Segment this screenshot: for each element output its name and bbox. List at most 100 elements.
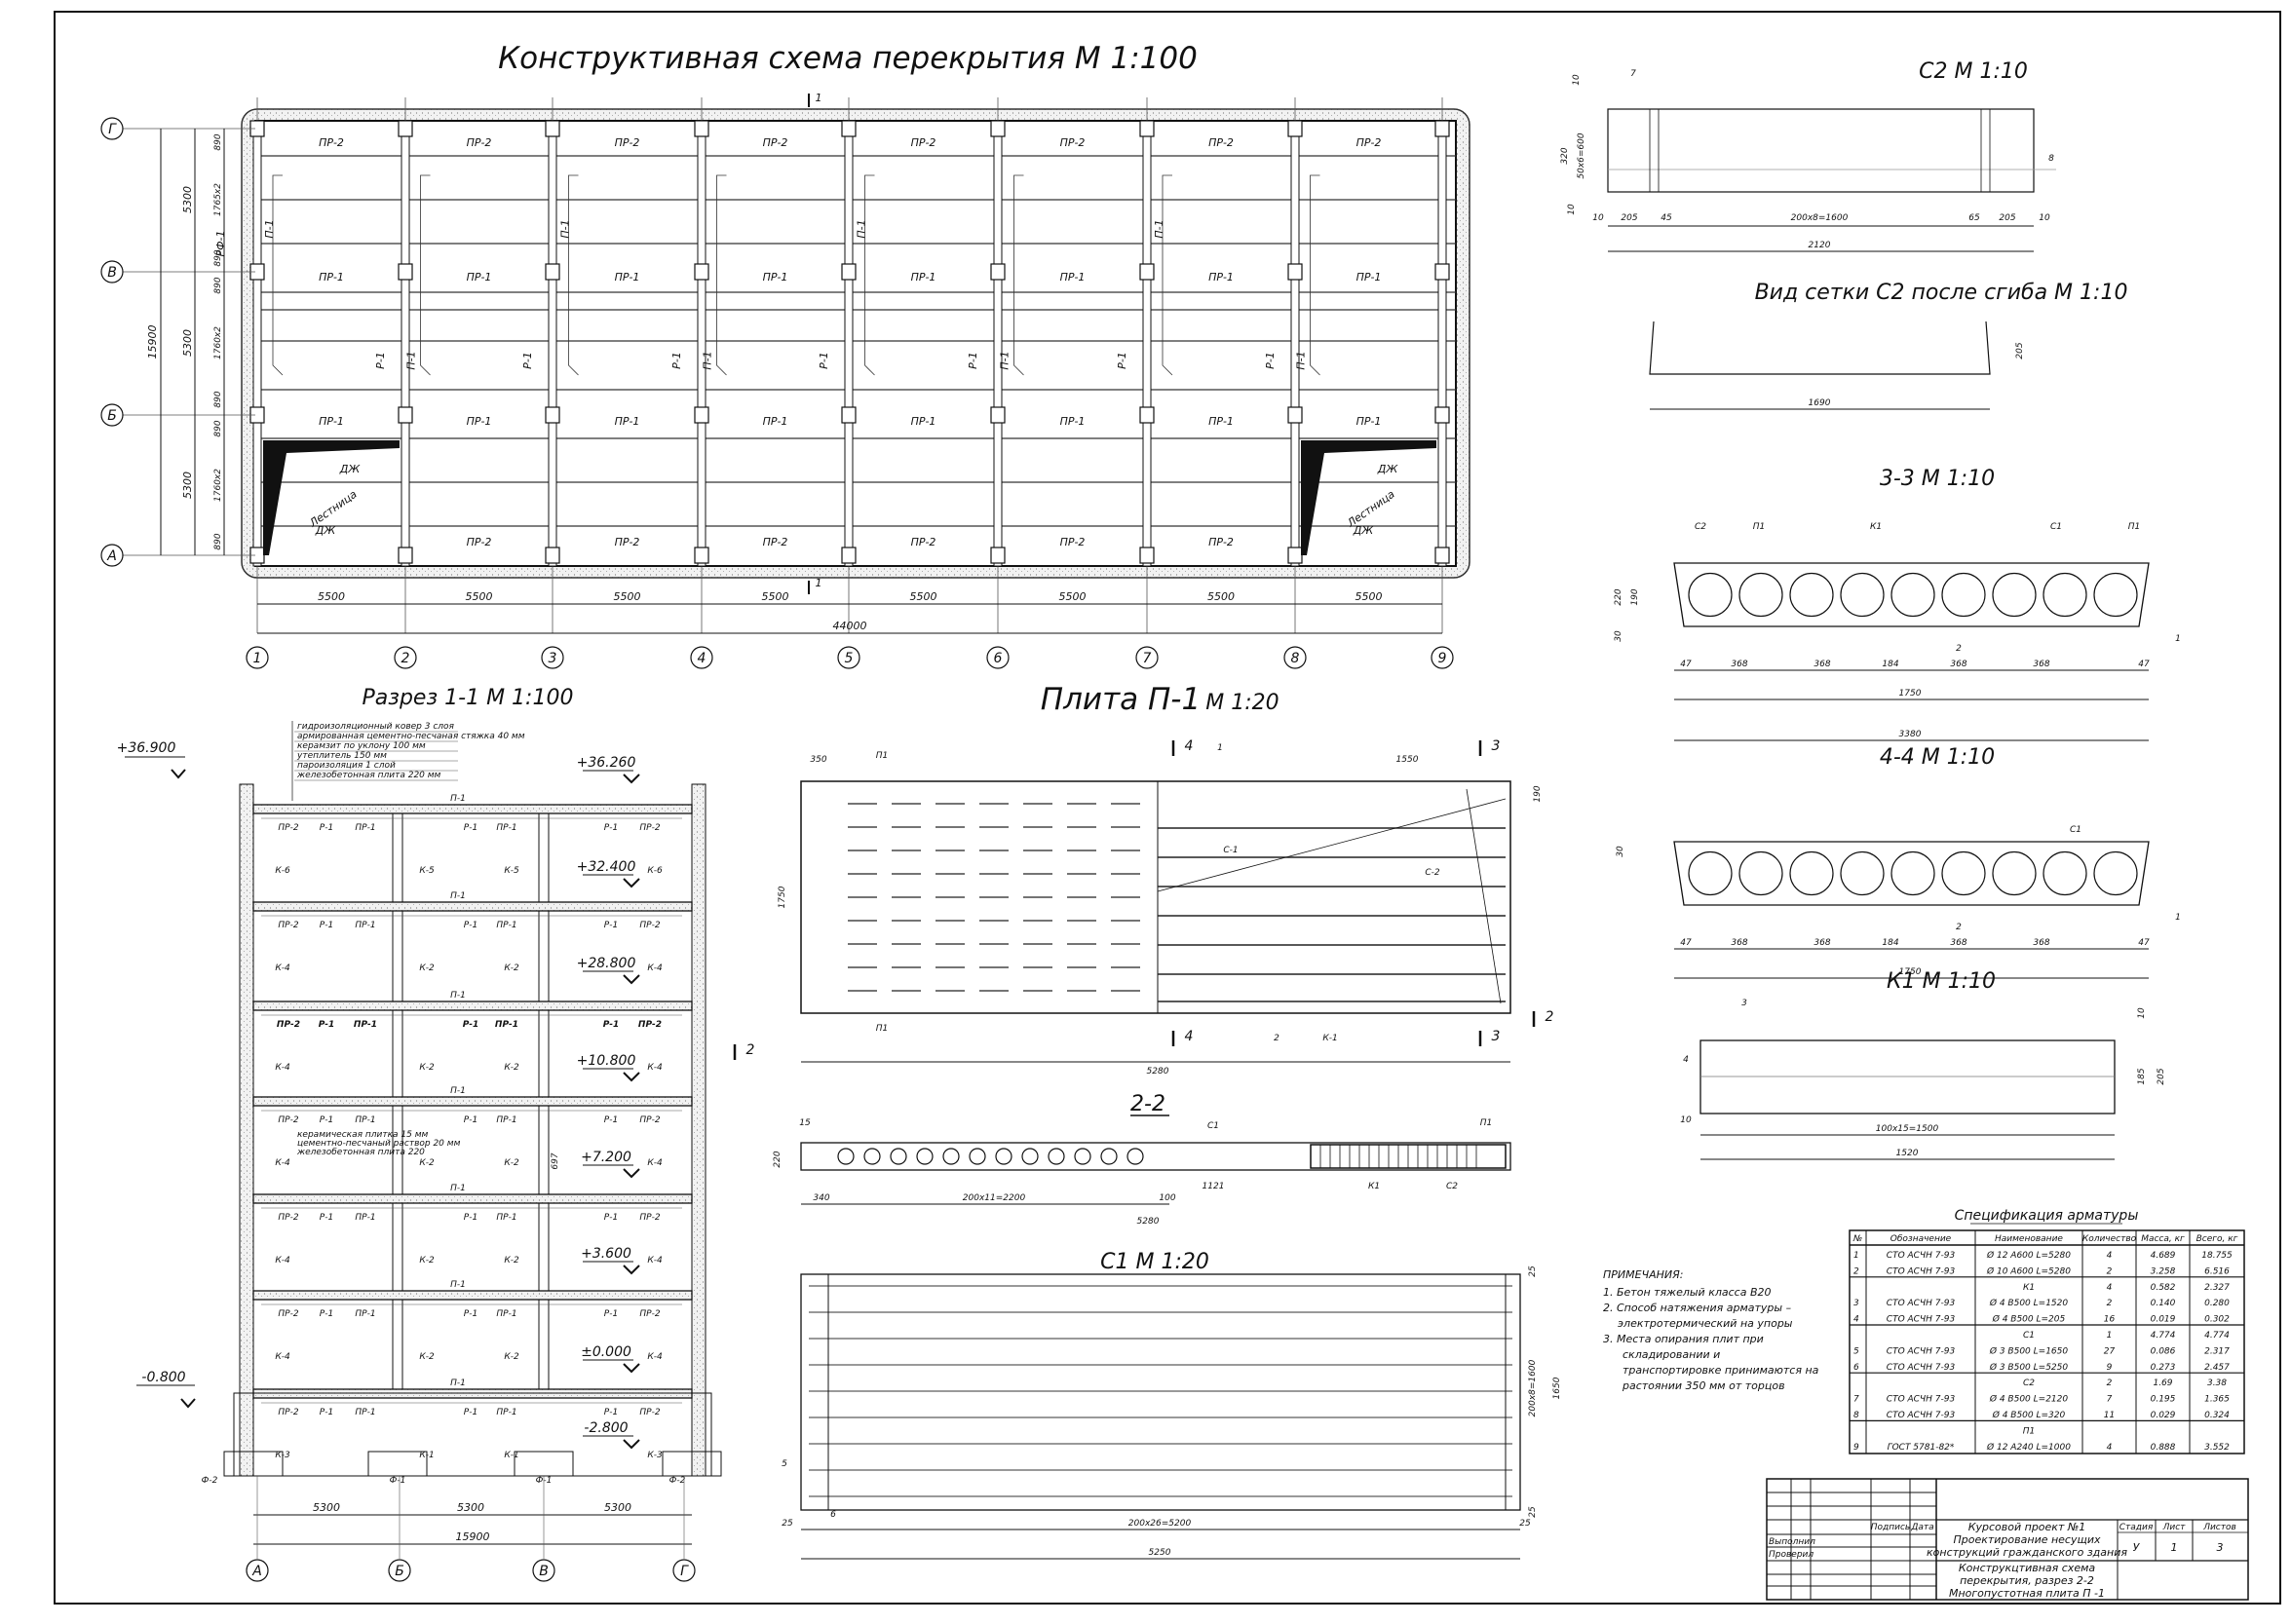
- sheets-header: Листов: [2202, 1523, 2236, 1532]
- note-line: транспортировке принимаются на: [1623, 1364, 1819, 1377]
- beam-label: Р-1: [463, 1020, 479, 1030]
- beam-label: ПР-2: [763, 536, 788, 548]
- spec-cell: 3.38: [2207, 1379, 2227, 1388]
- beam-label: ПР-1: [467, 271, 492, 283]
- roof-layer-note: керамзит по уклону 100 мм: [297, 741, 426, 751]
- slab-label: П-1: [450, 1086, 466, 1096]
- column: [694, 547, 709, 564]
- dim: 100: [1159, 1193, 1175, 1203]
- dzh-label: ДЖ: [315, 524, 337, 537]
- beam-label: ПР-1: [355, 1115, 375, 1125]
- axis-number: 2: [401, 651, 410, 666]
- axis-number: 5: [845, 651, 854, 666]
- hollow-core: [2043, 572, 2087, 618]
- roof-layer-note: армированная цементно-песчаная стяжка 40…: [297, 732, 525, 741]
- column: [398, 547, 413, 564]
- footing: [223, 1451, 284, 1477]
- axis-bubble-8: [1283, 646, 1307, 669]
- girder: [548, 120, 557, 567]
- hollow-core: [2043, 850, 2087, 896]
- axis-bubble: [532, 1559, 555, 1582]
- beam-label: ПР-1: [355, 823, 375, 833]
- project-title-line: Курсовой проект №1: [1968, 1521, 2086, 1533]
- girder: [993, 120, 1003, 567]
- column: [841, 547, 857, 564]
- spec-cell: Ø 4 В500 L=2120: [1989, 1394, 2068, 1405]
- spec-cell: Ø 12 А600 L=5280: [1986, 1250, 2071, 1261]
- beam-label: ПР-2: [639, 1115, 660, 1125]
- dim: 190: [1533, 785, 1543, 802]
- slab-label: П-1: [450, 991, 466, 1001]
- dim: 10: [1572, 74, 1582, 86]
- dim: 10: [1680, 1115, 1692, 1125]
- slab-label: П-1: [405, 351, 418, 369]
- bent-title: Вид сетки С2 после сгиба М 1:10: [1755, 281, 2128, 305]
- sheet-title-line: Конструкцтивная схема: [1959, 1562, 2096, 1574]
- column-label: К-4: [275, 1158, 290, 1168]
- span-dim: 5500: [1356, 590, 1383, 603]
- hollow-core: [1100, 1148, 1118, 1165]
- left-span-dim: 5300: [181, 186, 194, 213]
- slab-leader: [1310, 174, 1320, 376]
- beam-label: Р-1: [464, 1309, 477, 1319]
- sheets-value: 3: [2217, 1541, 2224, 1554]
- roof-layer-note: пароизоляция 1 слой: [297, 761, 396, 771]
- elevation-marker: [623, 974, 640, 985]
- k1-title: К1 М 1:10: [1887, 969, 1996, 994]
- hollow-core: [1992, 850, 2037, 896]
- hollow-core: [1688, 572, 1733, 618]
- axis-letter: Г: [680, 1564, 689, 1579]
- beam-label: ПР-1: [355, 1213, 375, 1223]
- column: [1434, 406, 1450, 424]
- section-2-2-title: 2-2: [1130, 1092, 1165, 1116]
- hollow-core: [1688, 850, 1733, 896]
- notes-title: ПРИМЕЧАНИЯ:: [1603, 1268, 1684, 1281]
- hollow-core: [1890, 850, 1935, 896]
- dim: 65: [1968, 213, 1980, 223]
- beam-label: ПР-1: [319, 415, 344, 428]
- beam-label: ПР-2: [278, 823, 298, 833]
- column: [1287, 263, 1303, 281]
- rebar-label: П1: [1753, 522, 1766, 532]
- spec-cell: 4: [2107, 1283, 2113, 1293]
- beam-label: ПР-2: [319, 136, 344, 149]
- axis-bubble: [100, 544, 124, 567]
- beam-label: ПР-2: [639, 1309, 660, 1319]
- spec-cell: СТО АСЧН 7-93: [1887, 1266, 1956, 1276]
- spec-cell: 0.324: [2204, 1411, 2230, 1420]
- k1-label: К-1: [1322, 1034, 1337, 1043]
- spec-cell: 0.195: [2151, 1395, 2176, 1405]
- dim: 5: [782, 1459, 787, 1469]
- slab-leader: [716, 174, 727, 376]
- column: [545, 406, 560, 424]
- beam-label: Р-1: [464, 823, 477, 833]
- hollow-core: [1789, 572, 1834, 618]
- n1-label: 1: [2175, 913, 2181, 923]
- slab-leader: [272, 174, 284, 376]
- axis-bubble: [100, 117, 124, 140]
- dim: 368: [1814, 660, 1830, 669]
- roof-layer-note: утеплитель 150 мм: [296, 751, 387, 761]
- span-dim: 5500: [614, 590, 641, 603]
- spec-cell: К1: [2023, 1283, 2035, 1293]
- dim: 10: [1592, 213, 1604, 223]
- sheet-title-line: Многопустотная плита П -1: [1949, 1587, 2105, 1600]
- inner-wall-line: [254, 120, 1457, 567]
- beam-label: ПР-2: [278, 1309, 298, 1319]
- elevation-marker: [623, 1363, 640, 1374]
- note-line: электротермический на упоры: [1618, 1317, 1793, 1330]
- date-header: Дата: [1910, 1523, 1933, 1532]
- spec-cell: Ø 4 В500 L=320: [1992, 1410, 2066, 1420]
- n2-label: 2: [1956, 923, 1962, 932]
- beam-label: ПР-1: [467, 415, 492, 428]
- beam-label: ПР-1: [615, 415, 640, 428]
- spec-cell: 4.774: [2151, 1331, 2176, 1341]
- beam-label: ПР-1: [496, 921, 516, 930]
- spec-cell: Ø 4 В500 L=1520: [1989, 1298, 2068, 1308]
- sheet-value: 1: [2171, 1541, 2178, 1554]
- elevation-marker: [623, 1168, 640, 1179]
- floor-slab: [252, 1290, 693, 1301]
- column-label: К-5: [419, 866, 435, 876]
- axis-number: 8: [1291, 651, 1300, 666]
- column-label: К-1: [504, 1451, 518, 1460]
